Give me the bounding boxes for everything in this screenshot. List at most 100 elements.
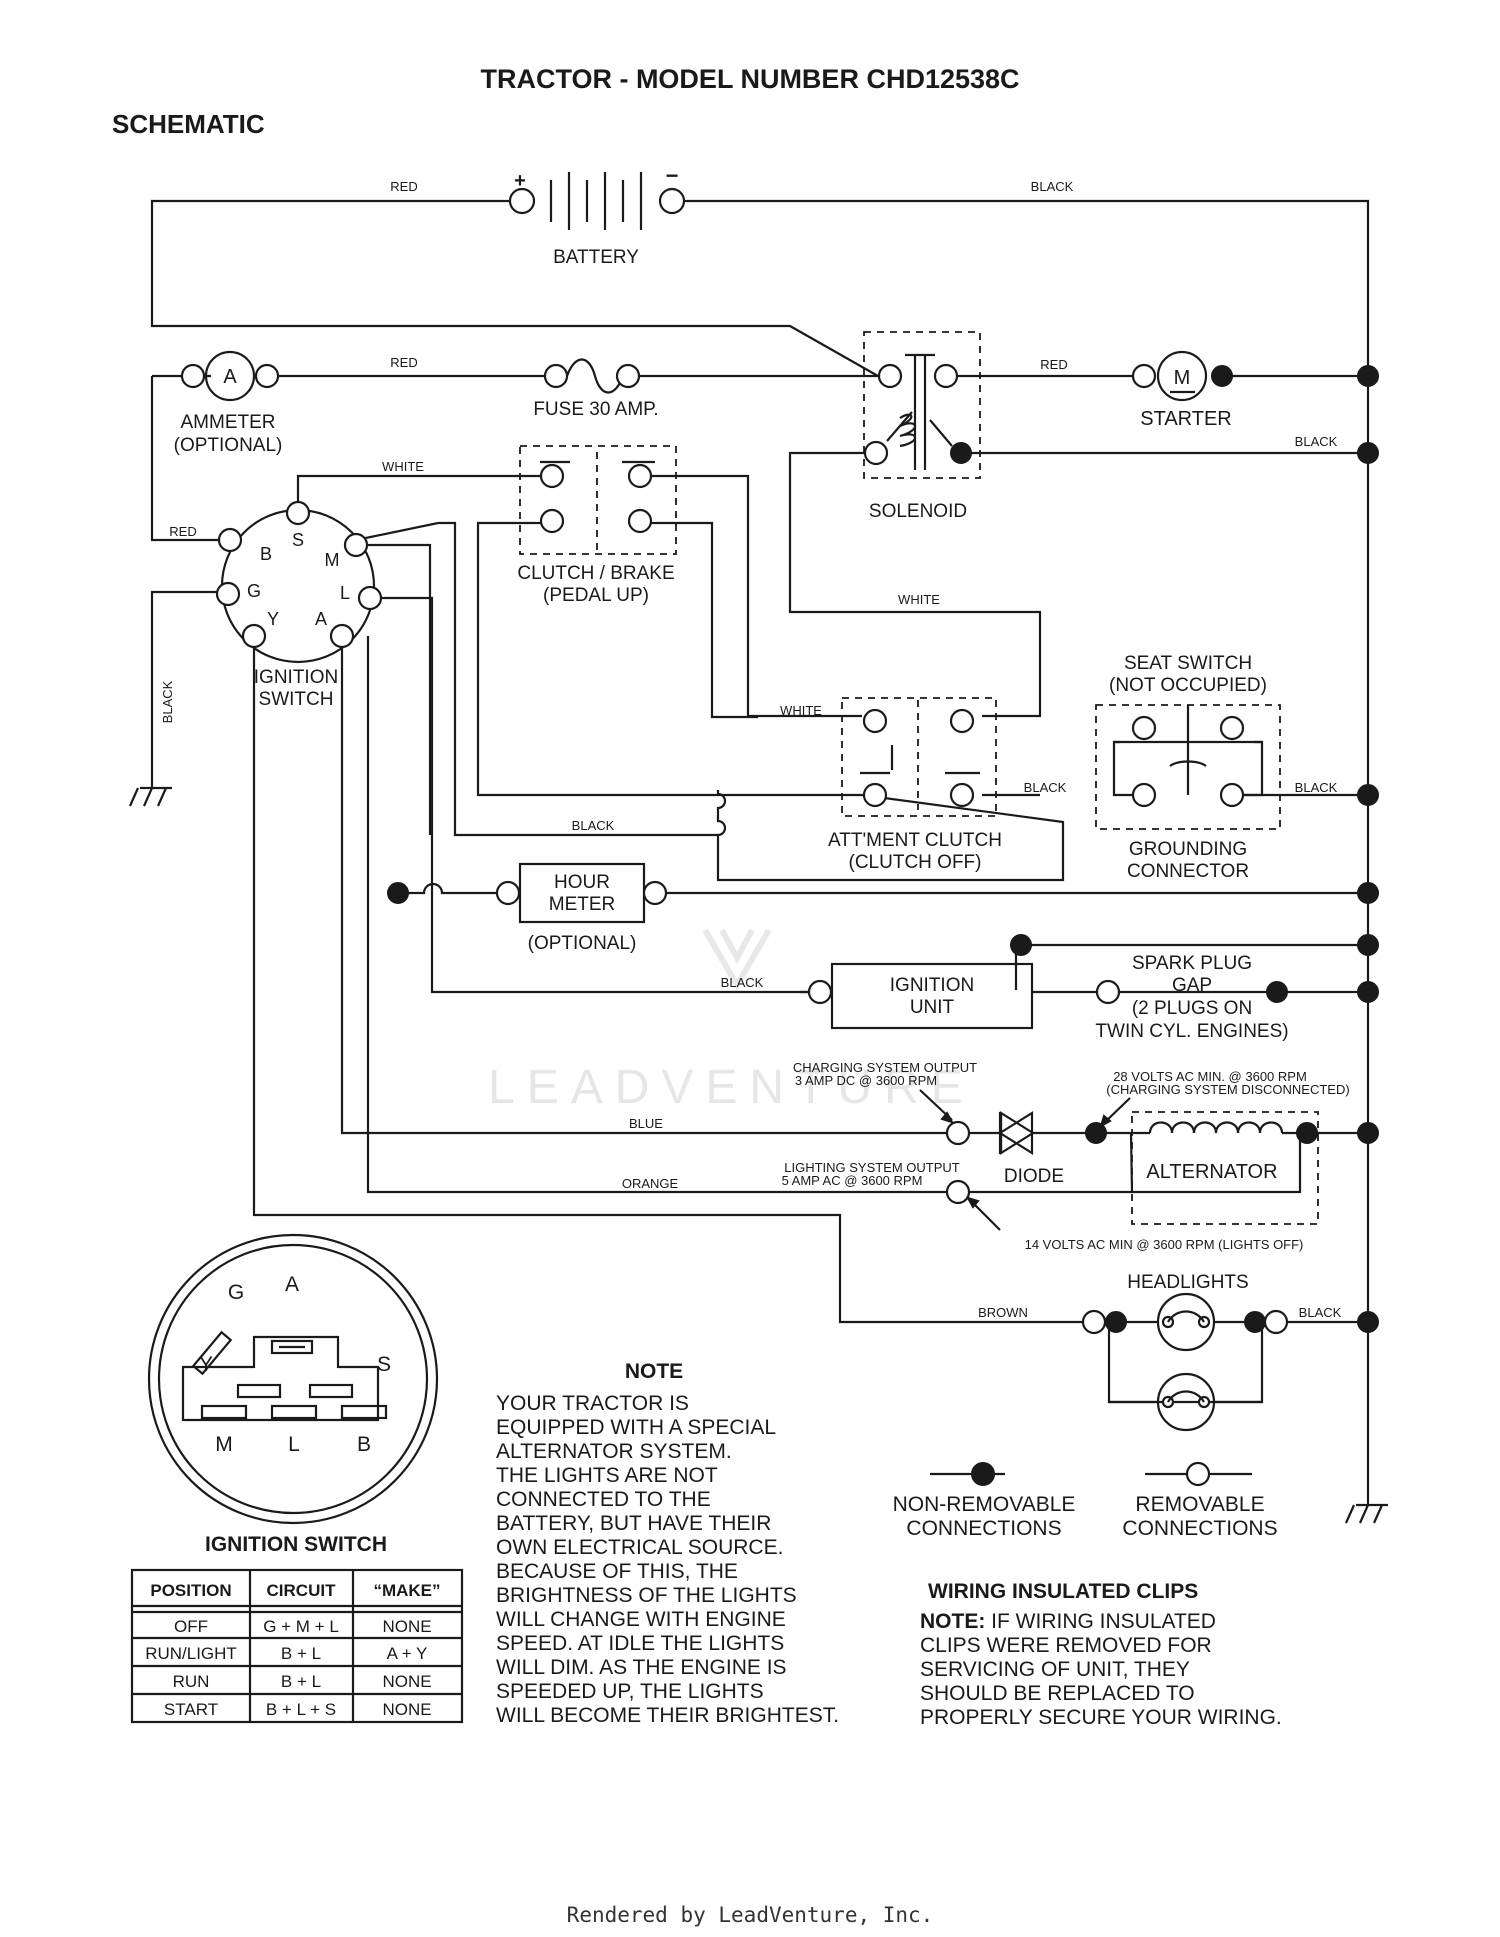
diode-label: DIODE [1004,1166,1064,1187]
wire-label-black-seat: BLACK [1024,780,1067,795]
wire-label-black-solenoid: BLACK [1295,434,1338,449]
note-line: BATTERY, BUT HAVE THEIR [496,1512,771,1535]
note-line: BRIGHTNESS OF THE LIGHTS [496,1584,797,1607]
table-cell: B + L [281,1644,321,1663]
clutch-brake-sub-label: (PEDAL UP) [543,585,649,606]
note-line: THE LIGHTS ARE NOT [496,1464,718,1487]
hour-meter-label: HOUR [554,872,610,893]
starter-symbol: M [1174,367,1191,389]
grounding-connector-label: GROUNDING [1129,839,1247,860]
charging-output-label: CHARGING SYSTEM OUTPUT [793,1060,977,1075]
wire-label-black-battery: BLACK [1031,179,1074,194]
ignition-unit-label: IGNITION [890,975,974,996]
page-subtitle: SCHEMATIC [112,109,265,139]
note-line: WILL BECOME THEIR BRIGHTEST. [496,1704,839,1727]
note-heading: NOTE [625,1360,683,1383]
legend-nonremovable: NON-REMOVABLE [893,1493,1076,1516]
charging-system: DIODE ALTERNATOR CHARGING SYSTEM OUTPUT … [782,1060,1350,1252]
ground-right-icon [1344,1503,1388,1524]
table-header-make: “MAKE” [373,1581,440,1600]
wire-label-blue: BLUE [629,1116,663,1131]
face-terminal-g: G [228,1281,244,1304]
table-header-circuit: CIRCUIT [267,1581,337,1600]
wire-label-white-solenoid: WHITE [898,592,940,607]
battery-plus-label: + [514,170,526,192]
wire-label-red-switch: RED [169,524,196,539]
volts-28-label: 28 VOLTS AC MIN. @ 3600 RPM [1113,1069,1307,1084]
headlights-label: HEADLIGHTS [1127,1272,1248,1293]
spark-plug-note-2: TWIN CYL. ENGINES) [1095,1021,1288,1042]
note-line: WILL CHANGE WITH ENGINE [496,1608,786,1631]
table-cell: RUN [173,1672,210,1691]
legend-removable-sub: CONNECTIONS [1122,1517,1277,1540]
battery-minus-label: − [666,163,679,188]
table-header-position: POSITION [150,1581,231,1600]
solenoid-label: SOLENOID [869,501,967,522]
ground-left-icon [128,786,172,807]
footer-credit: Rendered by LeadVenture, Inc. [567,1903,934,1927]
clips-line-1: NOTE: IF WIRING INSULATED [920,1610,1216,1633]
wire-label-red-battery: RED [390,179,417,194]
seat-switch: SEAT SWITCH (NOT OCCUPIED) GROUNDING CON… [1095,653,1281,882]
note-line: ALTERNATOR SYSTEM. [496,1440,732,1463]
clips-line: CLIPS WERE REMOVED FOR [920,1634,1212,1657]
lighting-output-value: 5 AMP AC @ 3600 RPM [782,1173,923,1188]
terminal-b-label: B [260,544,272,564]
watermark: LEADVENTURE [488,1061,975,1114]
clutch-brake-label: CLUTCH / BRAKE [517,563,674,584]
lighting-output-label: LIGHTING SYSTEM OUTPUT [784,1160,960,1175]
wire-label-black-ignition: BLACK [721,975,764,990]
hour-meter: HOUR METER (OPTIONAL) [387,862,668,954]
clips-line: SERVICING OF UNIT, THEY [920,1658,1190,1681]
ignition-switch-face: A G Y S M L B [147,1233,439,1525]
ignition-switch-sub-label: SWITCH [259,689,334,710]
wires [150,199,1370,1505]
attachment-clutch-sub-label: (CLUTCH OFF) [849,852,982,873]
note-line: SPEED. AT IDLE THE LIGHTS [496,1632,784,1655]
junction-dots [1357,365,1379,1333]
ignition-table-title: IGNITION SWITCH [205,1533,387,1556]
wire-label-orange: ORANGE [622,1176,679,1191]
legend-nonremovable-sub: CONNECTIONS [906,1517,1061,1540]
clips-note-label: NOTE: [920,1610,985,1633]
ammeter-label: AMMETER [181,412,276,433]
page-title: TRACTOR - MODEL NUMBER CHD12538C [480,64,1019,94]
table-cell: A + Y [387,1644,428,1663]
face-terminal-y: Y [199,1353,213,1376]
table-cell: B + L [281,1672,321,1691]
starter: M STARTER [1131,350,1233,430]
wire-label-black-ground-left: BLACK [160,680,175,723]
terminal-g-label: G [247,581,261,601]
clutch-brake-switch: CLUTCH / BRAKE (PEDAL UP) [517,445,677,606]
table-cell: START [164,1700,218,1719]
hour-meter-sub-label: METER [549,894,616,915]
battery: + − BATTERY [508,163,686,268]
connection-legend: NON-REMOVABLE CONNECTIONS REMOVABLE CONN… [893,1461,1278,1540]
ignition-switch-label: IGNITION [254,667,338,688]
note-line: YOUR TRACTOR IS [496,1392,689,1415]
wire-label-white-clutch: WHITE [780,703,822,718]
wire-label-brown: BROWN [978,1305,1028,1320]
face-terminal-m: M [215,1433,233,1456]
terminal-a-label: A [315,609,327,629]
clips-line: SHOULD BE REPLACED TO [920,1682,1195,1705]
ignition-switch-schematic: S B M G L Y A IGNITION SWITCH [215,500,383,710]
ammeter-optional-label: (OPTIONAL) [174,435,283,456]
table-cell: G + M + L [263,1617,339,1636]
wire-label-red-fuse: RED [390,355,417,370]
table-cell: NONE [382,1617,431,1636]
note-line: OWN ELECTRICAL SOURCE. [496,1536,783,1559]
wire-label-black-clutch: BLACK [572,818,615,833]
terminal-l-label: L [340,583,350,603]
table-cell: RUN/LIGHT [145,1644,237,1663]
wire-label-white-switch: WHITE [382,459,424,474]
face-terminal-b: B [357,1433,371,1456]
starter-label: STARTER [1140,408,1232,430]
volts-28-note: (CHARGING SYSTEM DISCONNECTED) [1106,1082,1349,1097]
alternator-label: ALTERNATOR [1146,1161,1277,1183]
wire-label-red-starter: RED [1040,357,1067,372]
note-line: BECAUSE OF THIS, THE [496,1560,738,1583]
attachment-clutch-switch: ATT'MENT CLUTCH (CLUTCH OFF) [828,697,1002,873]
terminal-s-label: S [292,530,304,550]
